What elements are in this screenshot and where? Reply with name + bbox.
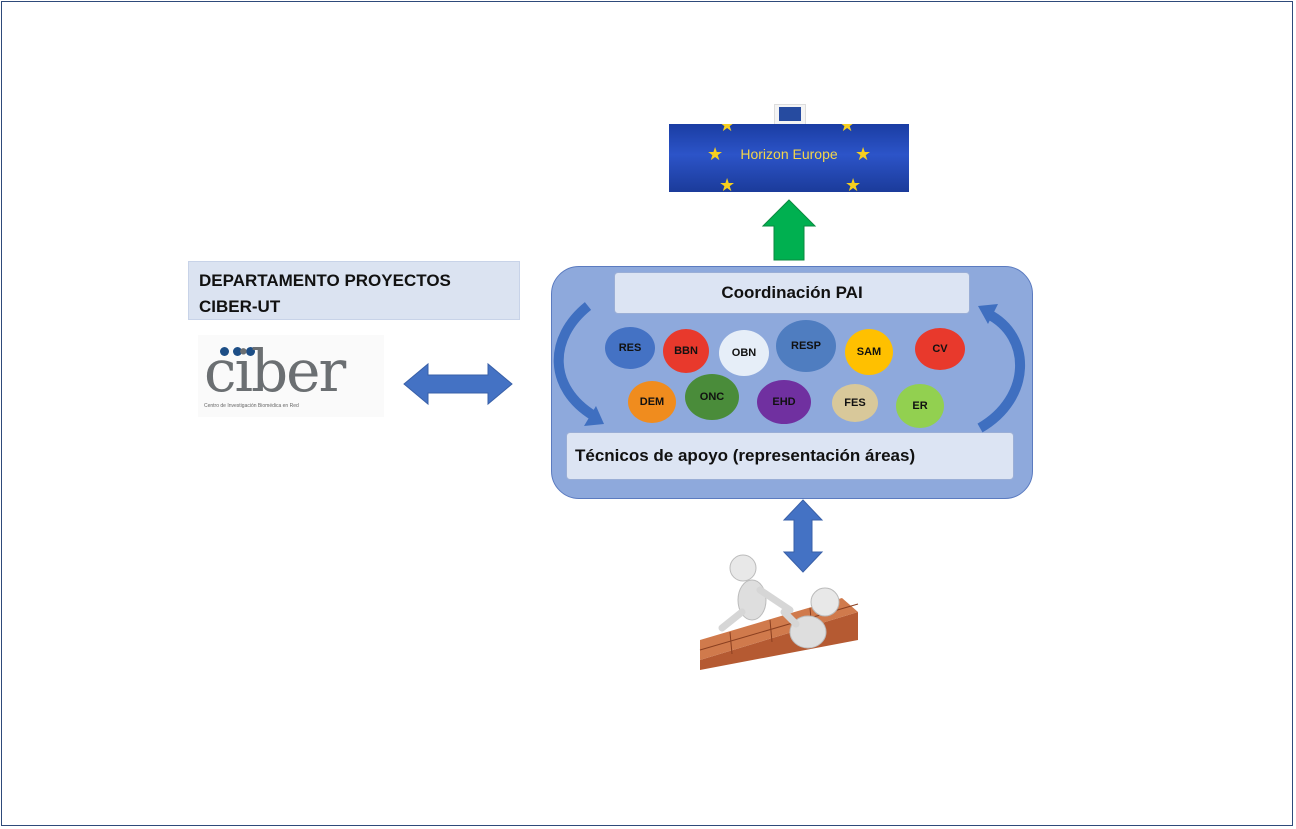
ciber-logo-subtitle: Centro de Investigación Biomédica en Red: [204, 403, 299, 409]
department-label: DEPARTAMENTO PROYECTOS CIBER-UT: [188, 261, 520, 320]
area-circle-fes: FES: [832, 384, 878, 422]
bidirectional-arrow-horizontal: [403, 362, 513, 406]
area-circle-obn: OBN: [719, 330, 769, 376]
department-line-2: CIBER-UT: [199, 297, 281, 316]
horizon-europe-banner: ★ ★ ★ ★ ★ ★ Horizon Europe: [669, 124, 909, 192]
curved-arrow-right: [977, 309, 1025, 433]
area-circle-sam: SAM: [845, 329, 893, 375]
department-line-1: DEPARTAMENTO PROYECTOS: [199, 271, 451, 290]
area-circle-res: RES: [605, 327, 655, 369]
teamwork-figures-illustration: [699, 554, 859, 670]
area-circle-bbn: BBN: [663, 329, 709, 373]
area-circle-onc: ONC: [685, 374, 739, 420]
area-circle-er: ER: [896, 384, 944, 428]
bidirectional-arrow-vertical: [782, 499, 824, 573]
coordination-box: Coordinación PAI: [614, 272, 970, 314]
area-circle-ehd: EHD: [757, 380, 811, 424]
ciber-logo-dots: [220, 343, 259, 361]
ciber-logo: ciber Centro de Investigación Biomédica …: [198, 335, 384, 417]
up-arrow-green: [761, 199, 817, 261]
technicians-box: Técnicos de apoyo (representación áreas): [566, 432, 1014, 480]
area-circle-resp: RESP: [776, 320, 836, 372]
ciber-logo-word: ciber: [204, 337, 346, 405]
horizon-europe-text: Horizon Europe: [740, 146, 838, 162]
curved-arrow-left: [553, 302, 597, 421]
area-circle-cv: CV: [915, 328, 965, 370]
area-circle-dem: DEM: [628, 381, 676, 423]
